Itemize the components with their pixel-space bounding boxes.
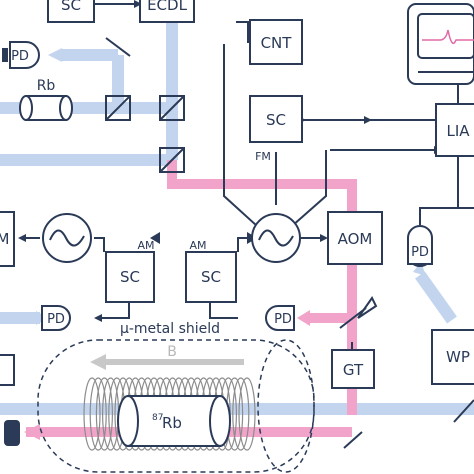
am-mid-label: AM bbox=[189, 239, 206, 252]
sc-left-label: SC bbox=[120, 268, 140, 286]
pump-arrowhead-right bbox=[297, 310, 310, 326]
rb87-label: Rb bbox=[162, 414, 182, 432]
rb87-cell bbox=[117, 395, 231, 447]
rb87-mass-label: 87 bbox=[152, 413, 163, 423]
sc-fm-label: SC bbox=[266, 111, 286, 129]
pd-top bbox=[2, 41, 40, 69]
beam-splitter-icon bbox=[159, 147, 185, 173]
sc-mid-label: SC bbox=[201, 268, 221, 286]
polarizer-icon bbox=[357, 296, 378, 319]
pd-mid bbox=[265, 305, 295, 331]
wp-label: WP bbox=[446, 348, 470, 366]
oscillator-icon bbox=[42, 213, 92, 263]
pd-top-label: PD bbox=[11, 49, 29, 64]
m-left-label: M bbox=[0, 230, 9, 248]
am-left-arrow bbox=[150, 232, 160, 244]
mirror-icon bbox=[343, 431, 363, 449]
pd-right-label: PD bbox=[411, 245, 429, 260]
beam-splitter-icon bbox=[105, 95, 131, 121]
aom-box bbox=[327, 211, 383, 265]
mirror-icon bbox=[453, 399, 474, 423]
cnt-label: CNT bbox=[261, 34, 293, 52]
ecdl-label: ECDL bbox=[147, 0, 188, 14]
sc-top-label: SC bbox=[61, 0, 81, 14]
pd-left-label: PD bbox=[47, 312, 65, 327]
aom-label: AOM bbox=[338, 230, 373, 248]
b-field-arrowhead bbox=[90, 354, 106, 370]
gt-label: GT bbox=[343, 361, 364, 379]
wp-box bbox=[431, 329, 474, 385]
sc-fm-box bbox=[249, 95, 303, 143]
am-left-label: AM bbox=[137, 239, 154, 252]
pump-arrowhead-left bbox=[24, 424, 40, 440]
pd-mid-label: PD bbox=[274, 312, 292, 327]
mirror-icon bbox=[105, 37, 131, 57]
probe-arrowhead-right bbox=[413, 262, 426, 276]
shield-end bbox=[257, 339, 315, 473]
oscillator-icon bbox=[251, 213, 301, 263]
probe-beams bbox=[0, 0, 474, 415]
b-field-label: B bbox=[167, 344, 177, 360]
sc-mid-box bbox=[185, 251, 237, 303]
sc-left-box bbox=[105, 251, 155, 303]
pd-right-top bbox=[407, 225, 433, 267]
lia-box bbox=[435, 103, 474, 157]
rb-cell-label: Rb bbox=[37, 78, 56, 94]
rb-cell bbox=[19, 95, 73, 121]
probe-arrowhead-top bbox=[48, 48, 62, 62]
scope-icon bbox=[407, 3, 474, 85]
ecdl-box bbox=[139, 0, 195, 23]
wiring bbox=[18, 0, 474, 350]
mu-metal-label: μ-metal shield bbox=[120, 321, 220, 337]
m-left-box bbox=[0, 211, 15, 267]
gt-box bbox=[331, 349, 375, 389]
beam-splitter-icon bbox=[159, 95, 185, 121]
cnt-box bbox=[249, 19, 303, 65]
lia-label: LIA bbox=[446, 122, 470, 140]
pd-left bbox=[41, 305, 71, 331]
beam-dump bbox=[4, 420, 20, 446]
left-edge-box bbox=[0, 354, 15, 386]
fm-label: FM bbox=[255, 150, 271, 163]
sc-top-box bbox=[47, 0, 95, 23]
